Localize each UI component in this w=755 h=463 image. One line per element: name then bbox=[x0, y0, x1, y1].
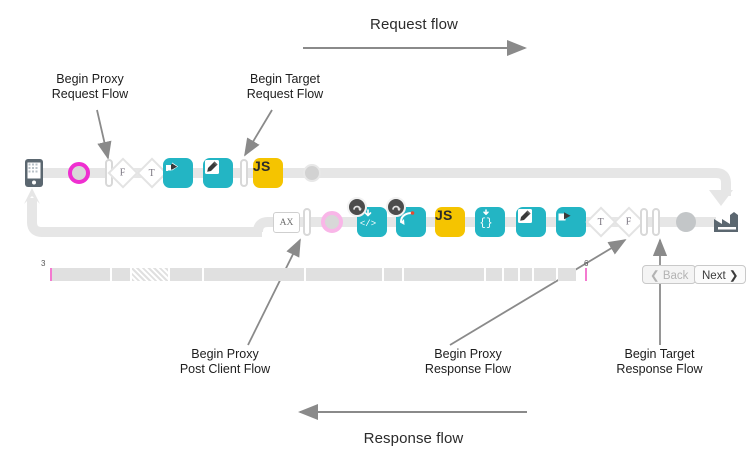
js-label: JS bbox=[253, 158, 271, 174]
svg-text:</>: </> bbox=[360, 219, 376, 229]
back-button[interactable]: ❮ Back bbox=[642, 265, 697, 284]
code-policy-icon: </> bbox=[347, 197, 387, 237]
callout-line-2: Request Flow bbox=[246, 87, 324, 101]
endpoint-dot-1[interactable] bbox=[303, 164, 321, 182]
policy-edit-2[interactable] bbox=[516, 207, 546, 237]
flow-bar-4[interactable] bbox=[640, 208, 648, 236]
js-label: JS bbox=[435, 207, 453, 223]
callout-line-1: Begin Proxy bbox=[56, 72, 124, 86]
client-device-icon[interactable] bbox=[24, 158, 44, 188]
condition-label: F bbox=[120, 167, 126, 179]
leader-begin-proxy-post-client bbox=[247, 238, 301, 346]
timeline-segment[interactable] bbox=[204, 268, 304, 281]
condition-label: T bbox=[597, 216, 605, 228]
flow-bar-shape bbox=[640, 208, 648, 236]
json-policy-icon: {} bbox=[475, 207, 505, 237]
pencil-edit-icon bbox=[203, 158, 233, 188]
timeline-segment[interactable] bbox=[404, 268, 484, 281]
flow-bar-5[interactable] bbox=[652, 208, 660, 236]
callout-begin-proxy-request: Begin Proxy Request Flow bbox=[25, 72, 155, 102]
attachment-badge-icon bbox=[386, 197, 406, 217]
callout-line-2: Response Flow bbox=[616, 362, 703, 376]
timeline-segment[interactable] bbox=[306, 268, 382, 281]
timeline-segment[interactable] bbox=[112, 268, 130, 281]
callout-begin-proxy-response: Begin Proxy Response Flow bbox=[398, 347, 538, 377]
pink-ring bbox=[321, 211, 343, 233]
flow-bar-2[interactable] bbox=[240, 159, 248, 187]
timeline-segment[interactable] bbox=[504, 268, 518, 281]
policy-js-1[interactable]: JS bbox=[253, 158, 283, 188]
flow-bar-3[interactable] bbox=[303, 208, 311, 236]
timeline-segment[interactable] bbox=[170, 268, 202, 281]
request-flow-title: Request flow bbox=[370, 16, 458, 33]
pencil-edit-icon bbox=[516, 207, 546, 237]
callout-line-1: Begin Target bbox=[250, 72, 320, 86]
assign-message-icon bbox=[386, 197, 426, 237]
flow-bar-shape bbox=[652, 208, 660, 236]
callout-begin-target-response: Begin Target Response Flow bbox=[592, 347, 727, 377]
magenta-ring-start[interactable] bbox=[68, 162, 90, 184]
pink-ring-start[interactable] bbox=[321, 211, 343, 233]
endpoint-dot-shape bbox=[303, 164, 321, 182]
condition-t-2[interactable]: T bbox=[585, 206, 617, 238]
target-server-icon[interactable] bbox=[712, 209, 742, 234]
callout-begin-proxy-post-client: Begin Proxy Post Client Flow bbox=[155, 347, 295, 377]
callout-line-2: Response Flow bbox=[424, 362, 512, 376]
flow-bar-shape bbox=[303, 208, 311, 236]
callout-line-1: Begin Proxy bbox=[434, 347, 502, 361]
timeline-marker-left-label: 3 bbox=[41, 259, 46, 268]
condition-t-1[interactable]: T bbox=[136, 157, 168, 189]
policy-js-2[interactable]: JS bbox=[435, 207, 465, 237]
policy-share-2[interactable] bbox=[556, 207, 586, 237]
condition-label: F bbox=[626, 216, 632, 228]
javascript-policy-icon: JS bbox=[253, 158, 283, 188]
callout-line-1: Begin Proxy bbox=[191, 347, 259, 361]
ax-label: AX bbox=[279, 217, 294, 228]
timeline-marker-right-tick bbox=[585, 268, 587, 281]
ax-box[interactable]: AX bbox=[273, 212, 300, 233]
callout-begin-target-request: Begin Target Request Flow bbox=[220, 72, 350, 102]
policy-edit-1[interactable] bbox=[203, 158, 233, 188]
request-track-arrowhead bbox=[709, 190, 733, 206]
response-track-arrowhead bbox=[24, 188, 40, 204]
condition-f-1[interactable]: F bbox=[107, 157, 139, 189]
timeline-segment[interactable] bbox=[384, 268, 402, 281]
callout-line-2: Request Flow bbox=[51, 87, 129, 101]
timeline-segment-hatched[interactable] bbox=[132, 268, 168, 281]
timeline-marker-right-label: 6 bbox=[584, 259, 589, 268]
response-track-left bbox=[27, 198, 262, 237]
leader-begin-target-request bbox=[244, 109, 273, 157]
share-icon bbox=[556, 207, 586, 237]
magenta-ring bbox=[68, 162, 90, 184]
flow-bar-shape bbox=[240, 159, 248, 187]
leader-begin-proxy-response bbox=[449, 239, 627, 346]
timeline-segment[interactable] bbox=[486, 268, 502, 281]
share-icon bbox=[163, 158, 193, 188]
callout-line-1: Begin Target bbox=[624, 347, 695, 361]
timeline-segment[interactable] bbox=[534, 268, 556, 281]
policy-share-1[interactable] bbox=[163, 158, 193, 188]
timeline-segment[interactable] bbox=[50, 268, 110, 281]
timeline-bar[interactable] bbox=[50, 268, 587, 281]
javascript-policy-icon: JS bbox=[435, 207, 465, 237]
callout-line-2: Post Client Flow bbox=[179, 362, 271, 376]
policy-assign-1[interactable] bbox=[386, 197, 426, 237]
condition-label: T bbox=[148, 167, 156, 179]
leader-begin-proxy-request bbox=[96, 109, 112, 160]
timeline-marker-left-tick bbox=[50, 268, 52, 281]
endpoint-dot-2[interactable] bbox=[676, 212, 696, 232]
svg-text:{}: {} bbox=[479, 218, 492, 230]
policy-code-1[interactable]: </> bbox=[347, 197, 387, 237]
response-flow-title: Response flow bbox=[363, 430, 464, 447]
next-button[interactable]: Next ❯ bbox=[694, 265, 747, 284]
attachment-badge-icon bbox=[347, 197, 367, 217]
endpoint-dot-shape bbox=[676, 212, 696, 232]
policy-json-1[interactable]: {} bbox=[475, 207, 505, 237]
timeline-segment[interactable] bbox=[558, 268, 576, 281]
condition-f-2[interactable]: F bbox=[613, 206, 645, 238]
timeline-segment[interactable] bbox=[520, 268, 532, 281]
